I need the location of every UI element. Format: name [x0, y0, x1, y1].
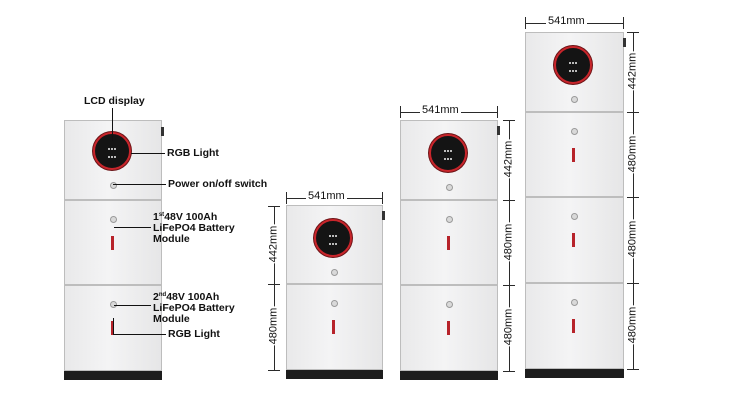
- module-height-label: 480mm: [502, 307, 515, 347]
- module-height-label: 480mm: [626, 219, 639, 259]
- module-1-label: 1st48V 100Ah LiFePO4 Battery Module: [153, 211, 235, 245]
- lcd-display-label: LCD display: [84, 95, 145, 107]
- module-height-label: 480mm: [502, 222, 515, 262]
- module-1-button-icon: [446, 216, 453, 223]
- side-tab: [161, 127, 164, 136]
- module-2-button-icon: [446, 301, 453, 308]
- module-height-label: 480mm: [626, 305, 639, 345]
- base-plinth: [525, 369, 624, 378]
- rgb-light-label-top: RGB Light: [167, 147, 219, 159]
- module-1-rgb-light: [111, 236, 114, 250]
- module-2-rgb-light: [572, 233, 575, 247]
- module-height-label: 480mm: [626, 134, 639, 174]
- module-1-button-icon: [331, 300, 338, 307]
- inverter-height-label: 442mm: [267, 224, 280, 264]
- module-1-rgb-light: [332, 320, 335, 334]
- width-dimension-label: 541mm: [306, 190, 347, 202]
- power-switch-label: Power on/off switch: [168, 178, 268, 190]
- module-3-button-icon: [571, 299, 578, 306]
- base-plinth: [400, 371, 498, 380]
- width-dimension-label: 541mm: [546, 15, 587, 27]
- stack-three-modules: [525, 32, 626, 378]
- module-1-button-icon: [110, 216, 117, 223]
- base-plinth: [286, 370, 383, 379]
- lcd-display-icon: [554, 46, 592, 84]
- stack-two-modules: [400, 120, 500, 380]
- width-dimension-label: 541mm: [420, 104, 461, 116]
- module-2-label: 2nd48V 100Ah LiFePO4 Battery Module: [153, 291, 235, 325]
- lcd-display-icon: [429, 134, 467, 172]
- power-button-icon: [331, 269, 338, 276]
- labelled-stack: [64, 120, 164, 380]
- power-button-icon: [571, 96, 578, 103]
- module-2-rgb-light: [111, 321, 114, 335]
- rgb-light-label-bottom: RGB Light: [168, 328, 220, 340]
- stack-one-module: [286, 205, 385, 379]
- module-height-label: 480mm: [267, 306, 280, 346]
- inverter-height-label: 442mm: [502, 139, 515, 179]
- power-button-icon: [446, 184, 453, 191]
- inverter-height-label: 442mm: [626, 51, 639, 91]
- power-button-icon: [110, 182, 117, 189]
- module-2-button-icon: [571, 213, 578, 220]
- module-2-button-icon: [110, 301, 117, 308]
- module-3-rgb-light: [572, 319, 575, 333]
- module-1-button-icon: [571, 128, 578, 135]
- module-1-rgb-light: [572, 148, 575, 162]
- module-1-rgb-light: [447, 236, 450, 250]
- module-2-rgb-light: [447, 321, 450, 335]
- base-plinth: [64, 371, 162, 380]
- lcd-display-icon: [314, 219, 352, 257]
